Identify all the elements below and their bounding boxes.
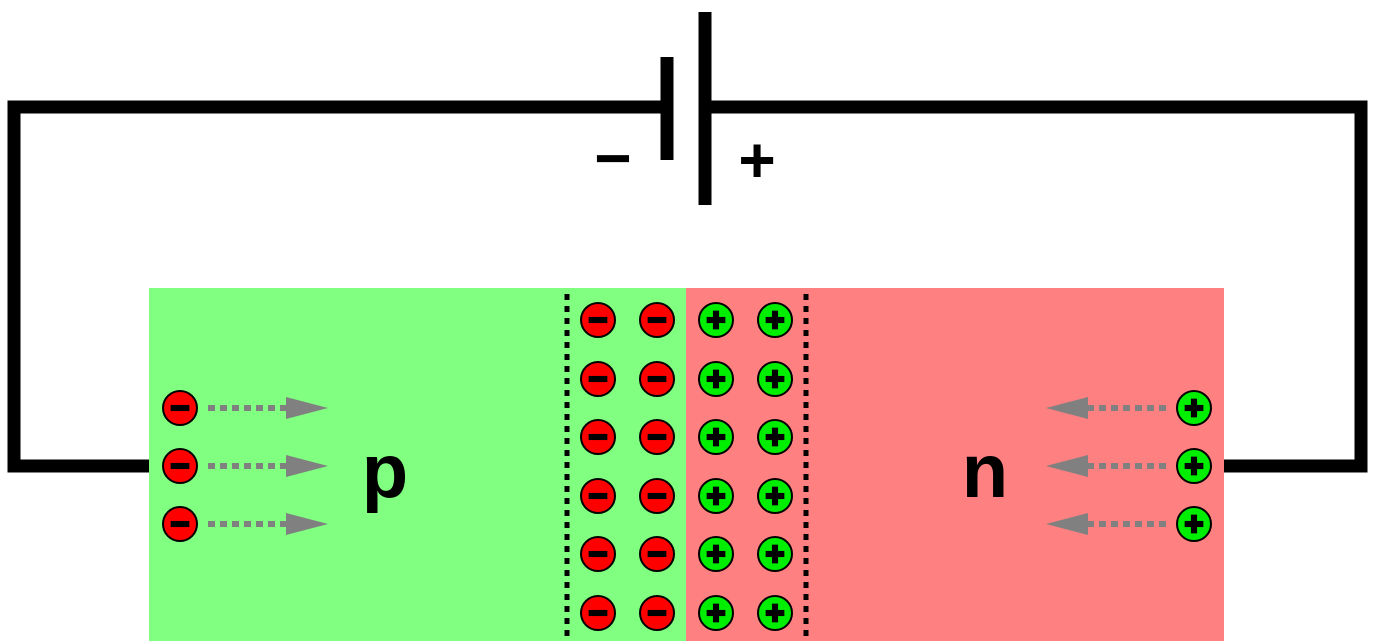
positive-ion xyxy=(757,595,793,631)
p-region-label: p xyxy=(362,429,408,514)
n-side-hole xyxy=(1176,390,1212,426)
injected-carriers xyxy=(162,390,1212,542)
positive-ion xyxy=(757,302,793,338)
depletion-ions xyxy=(580,302,793,631)
p-side-electron xyxy=(162,506,198,542)
n-region-label: n xyxy=(962,429,1008,514)
positive-ion xyxy=(698,536,734,572)
battery-positive-label: + xyxy=(738,124,775,196)
battery-negative-label: − xyxy=(594,122,631,194)
positive-ion xyxy=(757,419,793,455)
p-side-motion-arrow xyxy=(208,397,328,419)
negative-ion xyxy=(639,419,675,455)
p-region xyxy=(149,288,686,641)
p-side-electron xyxy=(162,448,198,484)
p-side-motion-arrow xyxy=(208,455,328,477)
n-side-hole xyxy=(1176,506,1212,542)
negative-ion xyxy=(639,595,675,631)
positive-ion xyxy=(698,478,734,514)
negative-ion xyxy=(639,536,675,572)
positive-ion xyxy=(757,536,793,572)
n-side-motion-arrow xyxy=(1046,455,1166,477)
positive-ion xyxy=(698,419,734,455)
p-side-electron xyxy=(162,390,198,426)
n-region xyxy=(686,288,1224,641)
positive-ion xyxy=(698,361,734,397)
negative-ion xyxy=(639,478,675,514)
negative-ion xyxy=(580,302,616,338)
n-side-motion-arrow xyxy=(1046,397,1166,419)
negative-ion xyxy=(639,361,675,397)
negative-ion xyxy=(580,361,616,397)
positive-ion xyxy=(757,478,793,514)
p-side-motion-arrow xyxy=(208,513,328,535)
n-side-hole xyxy=(1176,448,1212,484)
negative-ion xyxy=(580,536,616,572)
circuit-wire-right xyxy=(705,100,1368,473)
negative-ion xyxy=(639,302,675,338)
positive-ion xyxy=(757,361,793,397)
negative-ion xyxy=(580,478,616,514)
n-side-motion-arrow xyxy=(1046,513,1166,535)
positive-ion xyxy=(698,302,734,338)
positive-ion xyxy=(698,595,734,631)
negative-ion xyxy=(580,419,616,455)
negative-ion xyxy=(580,595,616,631)
circuit-wire-left xyxy=(7,100,667,473)
